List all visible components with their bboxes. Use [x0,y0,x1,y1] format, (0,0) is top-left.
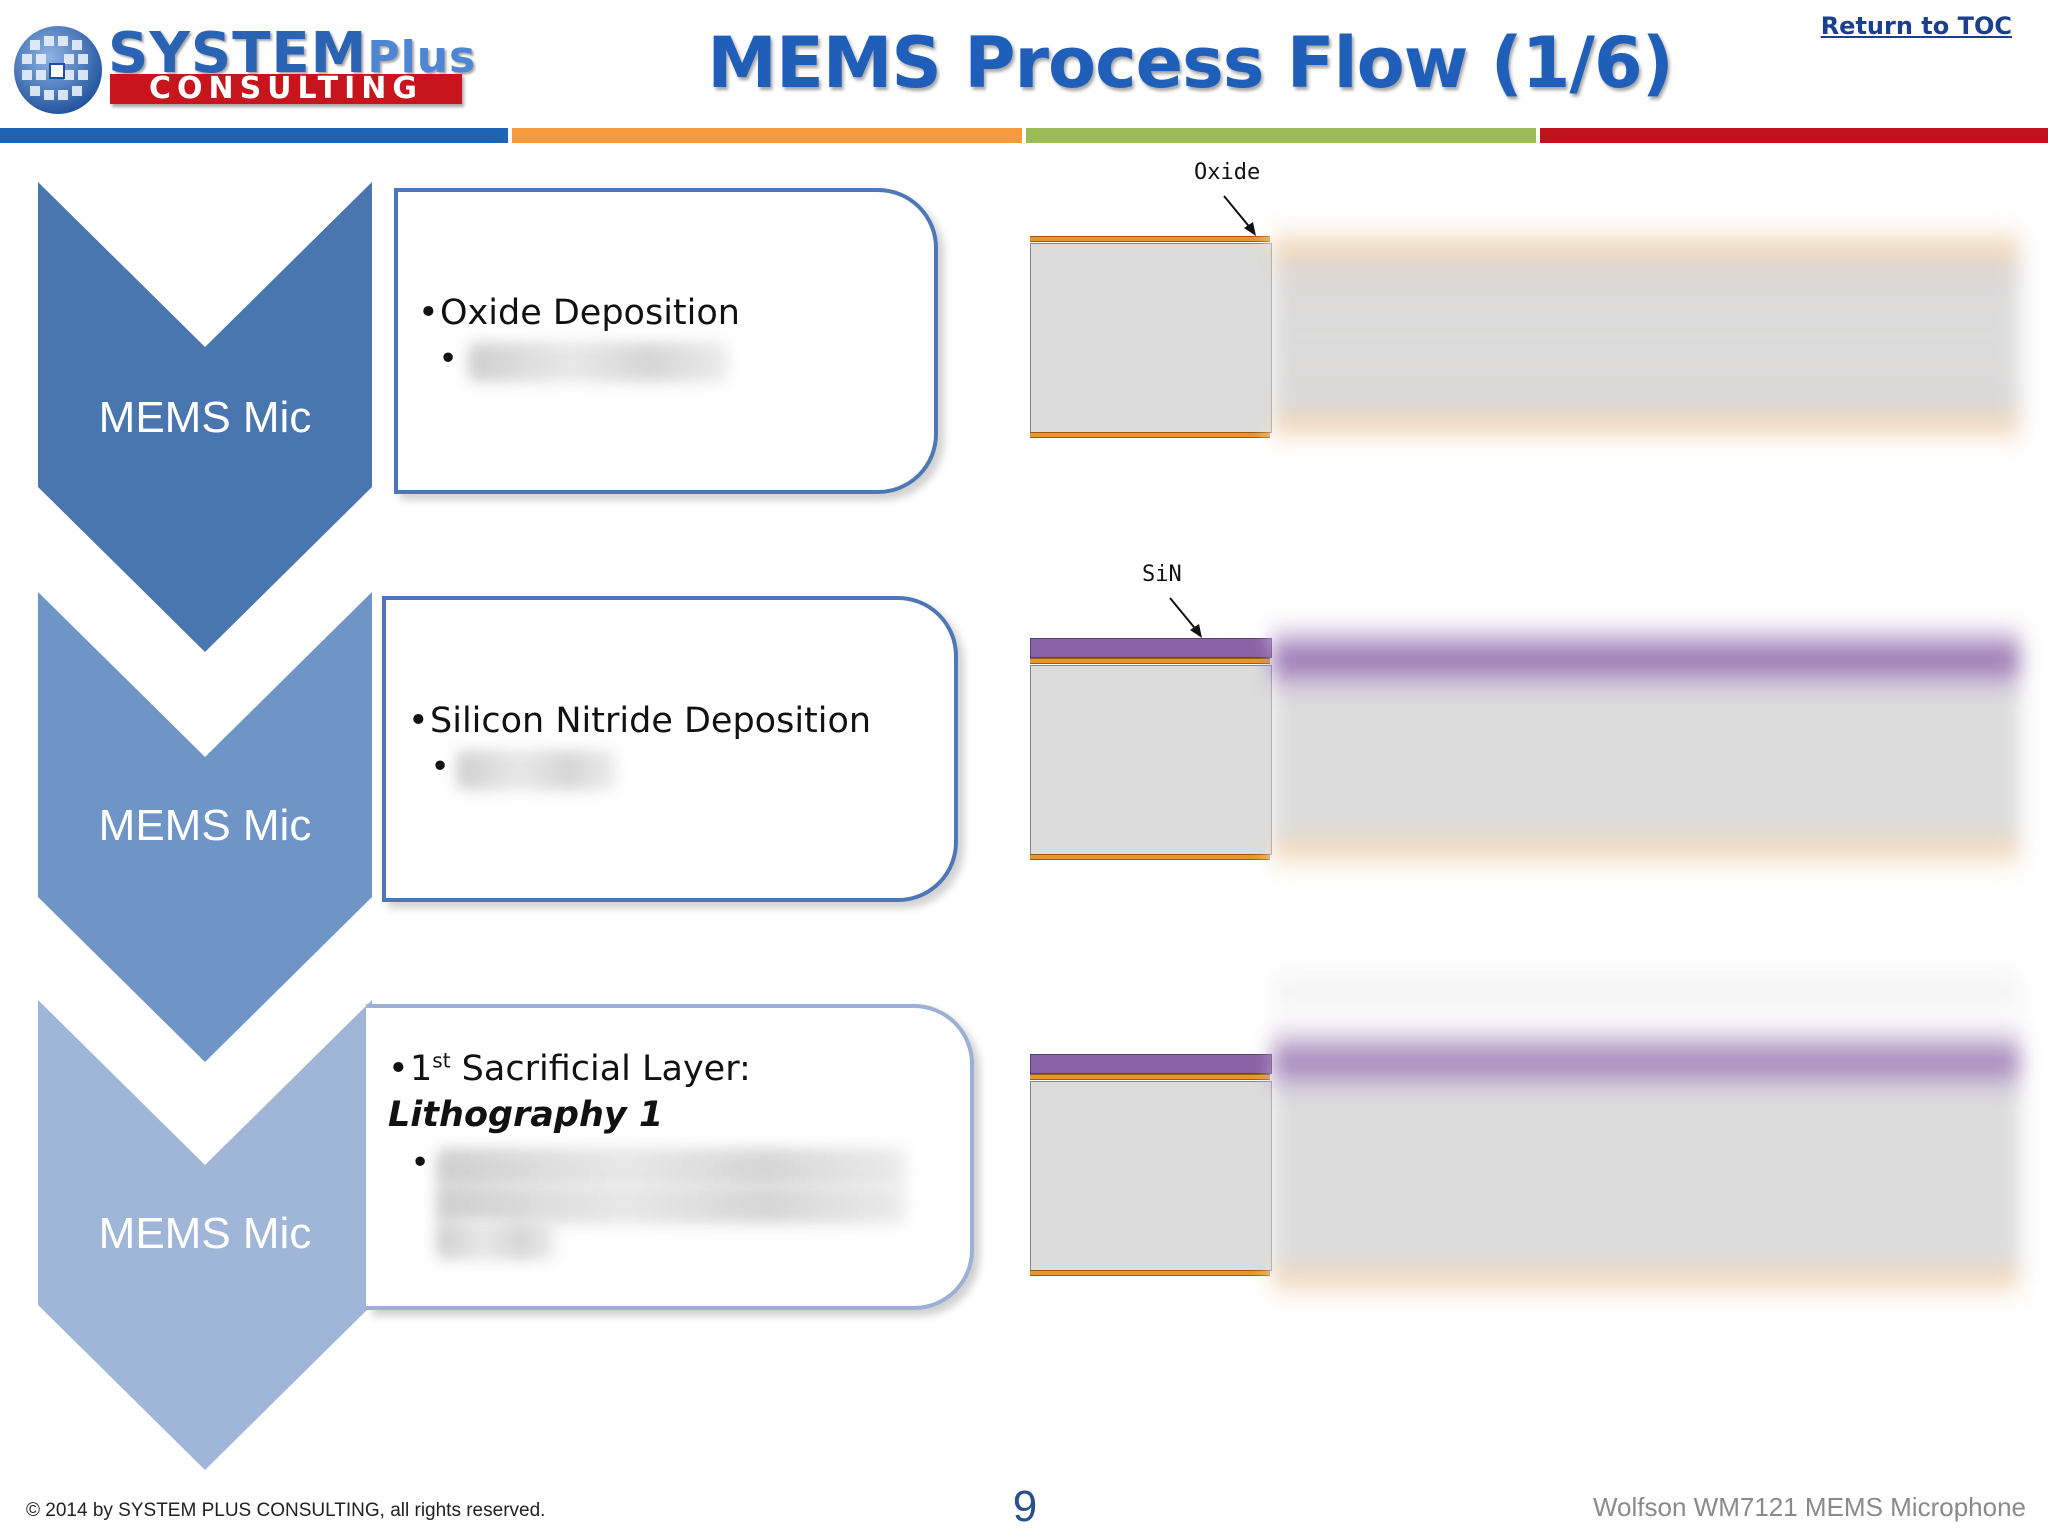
step-chevron-3 [38,1000,372,1470]
annotation-oxide: Oxide [1194,160,1261,185]
step-2-redacted-text [456,750,616,790]
step-1-bullet: •Oxide Deposition [418,293,740,333]
step-1-sub-bullet: • [442,338,455,377]
step-label-1: MEMS Mic [98,393,312,442]
arrow-icon [1223,195,1256,236]
arrow-icon [1169,597,1202,638]
step-chevron-2 [38,592,372,1062]
step-3-bullet: •1st Sacrificial Layer: Lithography 1 [388,1048,751,1135]
logo-subtitle: CONSULTING [110,74,462,104]
copyright-text: © 2014 by SYSTEM PLUS CONSULTING, all ri… [26,1500,546,1521]
redacted-diagram-area-2 [1272,622,2020,872]
stripe-orange [512,128,1022,143]
step-2-bullet: •Silicon Nitride Deposition [408,701,872,741]
silicon-wafer [1030,1081,1272,1271]
step-label-2: MEMS Mic [98,801,312,850]
redacted-diagram-area-1 [1272,224,2020,446]
diagram-sin: SiN [1030,556,2020,896]
product-name: Wolfson WM7121 MEMS Microphone [1592,1492,2026,1522]
stripe-red [1540,128,2048,143]
step-chevron-1 [38,182,372,652]
sin-layer [1030,638,1272,658]
oxide-layer-bottom [1030,432,1270,438]
step-3-sub-bullet: • [414,1142,427,1181]
step-3-redacted-text-2 [436,1184,906,1224]
globe-icon [14,26,102,114]
page-title: MEMS Process Flow (1/6) [707,22,1673,104]
page-number: 9 [1012,1482,1038,1531]
oxide-layer-bottom [1030,1270,1270,1276]
diagram-lithography [1030,960,2020,1310]
oxide-layer-top [1030,658,1270,664]
oxide-layer-bottom [1030,854,1270,860]
oxide-layer-top [1030,1074,1270,1080]
stripe-green [1026,128,1536,143]
annotation-sin: SiN [1142,562,1182,587]
step-box-1 [394,188,938,494]
silicon-wafer [1030,665,1272,855]
silicon-wafer [1030,243,1272,433]
oxide-layer-top [1030,236,1270,242]
step-3-redacted-text-1 [436,1148,906,1188]
return-to-toc-link[interactable]: Return to TOC [1820,12,2012,40]
sin-layer [1030,1054,1272,1074]
step-2-sub-bullet: • [434,746,447,785]
step-3-redacted-text-3 [436,1220,556,1260]
step-1-redacted-text [468,342,728,382]
redacted-diagram-area-3 [1272,960,2020,1300]
step-label-3: MEMS Mic [98,1209,312,1258]
stripe-blue [0,128,508,143]
diagram-oxide: Oxide [1030,150,2020,470]
step-box-2 [382,596,958,902]
company-logo: SYSTEMPlus CONSULTING [8,18,475,128]
